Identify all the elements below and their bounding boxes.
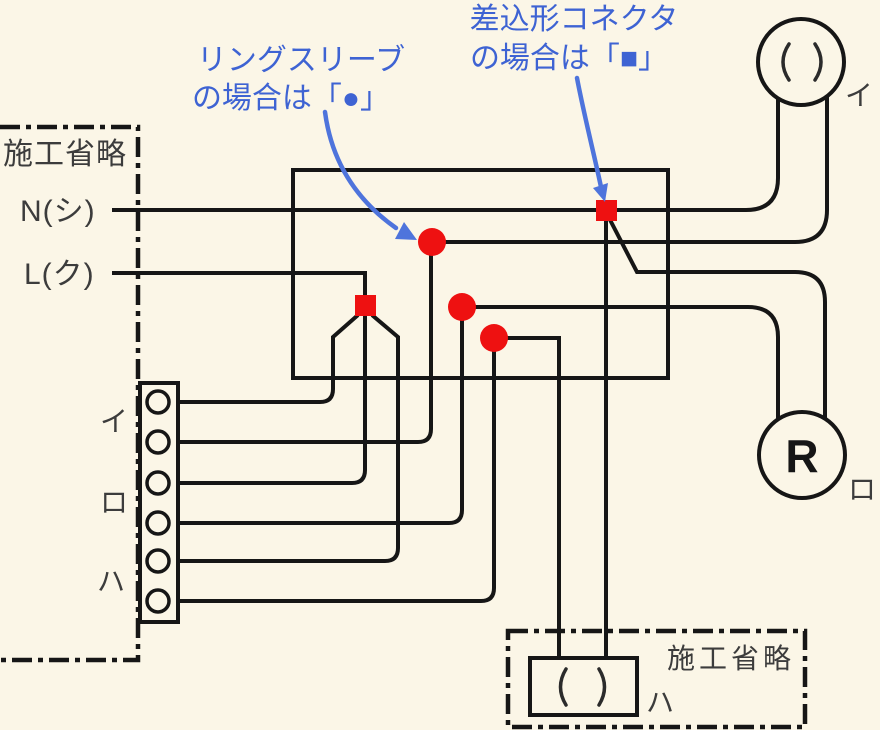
lamp-bottom-paren-right [597, 667, 607, 707]
callout-ring-sleeve-arrowhead [395, 222, 417, 240]
ring-sleeve-marker-3 [480, 324, 508, 352]
wire-sleeve3-to-terminal6 [169, 338, 496, 603]
terminal-circle-4 [145, 510, 171, 536]
wire-sleeve2-to-receptacle [462, 305, 780, 419]
switch-box [138, 381, 180, 624]
lamp-bottom-label: ハ [646, 687, 674, 718]
connector-marker-1 [596, 200, 617, 221]
wire-live [112, 271, 367, 300]
receptacle-symbol [757, 410, 847, 500]
omission-label-bottom: 施工省略 [667, 643, 795, 674]
wire-sleeve3-to-lamp-bottom [494, 336, 561, 658]
omission-label-top: 施工省略 [3, 138, 127, 171]
ring-sleeve-marker-2 [448, 293, 476, 321]
wire-connector2-to-terminal5 [169, 313, 400, 563]
neutral-label: N(シ) [20, 195, 96, 228]
wire-neutral [112, 98, 780, 212]
callout-ring-sleeve-arrow [322, 109, 399, 231]
lamp-top-paren-left [781, 42, 791, 82]
wires [112, 97, 829, 658]
wire-sleeve2-to-terminal4 [169, 307, 464, 525]
receptacle-letter: R [785, 430, 818, 482]
wire-connector2-to-terminal3 [169, 312, 367, 485]
callout-ring-sleeve: リングスリーブ の場合は「●」 [192, 44, 417, 240]
wire-sleeve1-to-terminal2 [169, 242, 433, 444]
lamp-top-paren-right [813, 42, 823, 82]
switch-label-ro: ロ [100, 487, 128, 518]
callout-connector-line1: 差込形コネクタ [470, 3, 679, 36]
wire-connector2-to-terminal1 [169, 313, 360, 404]
switch-label-ha: ハ [97, 566, 125, 597]
connector-marker-2 [355, 295, 376, 316]
ring-sleeve-marker-1 [418, 228, 446, 256]
lamp-bottom-paren-left [558, 667, 568, 707]
omission-box-bottom [505, 628, 808, 730]
receptacle-label: ロ [848, 474, 876, 505]
terminal-circle-3 [145, 470, 171, 496]
callout-connector: 差込形コネクタ の場合は「■」 [470, 3, 679, 202]
lamp-top-label: イ [845, 80, 873, 111]
switch-terminals [145, 389, 171, 614]
callout-connector-arrow [574, 75, 604, 190]
callout-ring-sleeve-line1: リングスリーブ [197, 44, 405, 77]
terminal-circle-5 [145, 548, 171, 574]
omission-box-left [0, 124, 141, 663]
callout-ring-sleeve-line2: の場合は「●」 [192, 82, 390, 115]
wire-connector-to-receptacle [605, 213, 827, 419]
terminal-circle-6 [145, 588, 171, 614]
lamp-bottom-symbol [528, 656, 639, 717]
callout-connector-arrowhead [593, 183, 608, 202]
lamp-top-symbol [756, 17, 846, 107]
live-label: L(ク) [24, 258, 95, 291]
junction-markers [355, 200, 617, 352]
switch-label-i: イ [100, 406, 128, 437]
callout-connector-line2: の場合は「■」 [470, 42, 668, 75]
wire-lamp-top-return [432, 97, 829, 244]
terminal-circle-2 [145, 429, 171, 455]
terminal-circle-1 [145, 389, 171, 415]
